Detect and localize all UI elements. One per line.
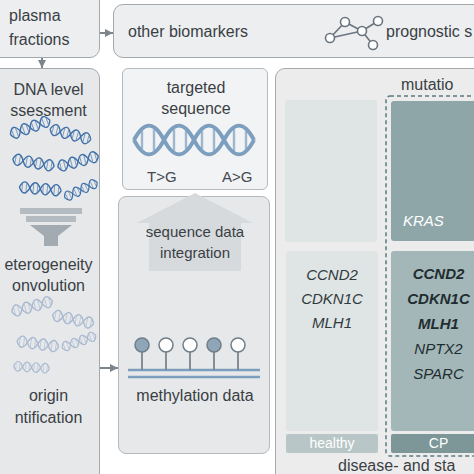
node-text: eterogeneity onvolution	[1, 254, 96, 296]
flow-arrow	[100, 367, 118, 369]
node-text: NPTX2 SPARC	[391, 336, 474, 386]
dna-helix	[51, 309, 94, 329]
gene-cell: CCND2 CDKN1C MLH1NPTX2 SPARC	[391, 251, 474, 431]
node-text: healthy	[286, 435, 378, 452]
dna-fragments	[8, 115, 99, 202]
node-text: sequence data integration	[141, 221, 249, 263]
node-text: plasma fractions	[9, 4, 94, 52]
network-dot	[358, 27, 367, 36]
node-text: CP	[391, 435, 474, 452]
node-text: disease- and sta	[338, 455, 455, 474]
network-link	[330, 22, 345, 38]
network-link	[362, 21, 378, 31]
methyl-mark	[159, 338, 173, 352]
node-text: CCND2 CDKN1C MLH1	[391, 261, 474, 336]
methyl-mark	[231, 338, 245, 352]
node-text: methylation data	[119, 385, 271, 406]
methyl-mark	[135, 338, 149, 352]
network-link	[362, 31, 373, 45]
group-band: healthy	[286, 434, 378, 453]
mutation-cell: KRAS	[391, 101, 474, 241]
node-text: DNA level ssessment	[1, 79, 96, 121]
node-text: CCND2 CDKN1C MLH1	[286, 263, 378, 335]
dna-helix	[63, 178, 100, 202]
gene-cell: CCND2 CDKN1C MLH1	[286, 251, 378, 431]
dna-helix	[12, 153, 55, 171]
node-text: targeted sequence	[146, 77, 246, 119]
sequence-box: targeted sequence	[122, 68, 268, 190]
stack-bar	[20, 208, 82, 214]
output-box: other biomarkers prognostic s	[113, 4, 474, 58]
dna-helix	[60, 331, 97, 352]
methyl-mark	[207, 338, 221, 352]
analysis-panel: DNA level ssessment eterogeneity onvoluti…	[0, 68, 100, 474]
methyl-mark	[183, 338, 197, 352]
dna-strand	[128, 369, 260, 372]
network-link	[345, 22, 362, 31]
network-dot	[369, 41, 378, 50]
integration-arrow: sequence data integration	[137, 193, 253, 271]
flow-arrow	[41, 58, 43, 68]
methylation-icon	[128, 338, 260, 377]
node-text: prognostic s	[386, 21, 472, 42]
node-text: KRAS	[403, 211, 444, 231]
source-box: plasma fractions	[0, 0, 100, 58]
faded-dna-fragments	[10, 295, 97, 373]
group-bracket	[386, 96, 474, 456]
dna-helix	[10, 295, 53, 317]
dna-strand	[128, 376, 260, 379]
stack-bar	[26, 216, 76, 222]
dna-helix	[134, 126, 254, 155]
lollipop-stem	[142, 352, 238, 370]
node-text: origin ntification	[1, 385, 96, 429]
dna-helix	[19, 181, 62, 196]
network-dot	[341, 18, 350, 27]
node-text: mutatio	[401, 74, 453, 95]
dna-helix	[13, 361, 50, 373]
sequence-helix-icon	[134, 126, 254, 155]
node-text: other biomarkers	[128, 21, 248, 42]
dna-helix	[8, 115, 51, 140]
arrow-outline	[137, 193, 253, 271]
network-dot	[374, 17, 383, 26]
network-icon	[326, 17, 383, 50]
empty-cell	[285, 100, 377, 242]
flow-arrow	[100, 32, 113, 34]
deconvolution-icon	[20, 208, 82, 246]
dna-helix	[16, 335, 59, 352]
group-band: CP	[391, 434, 474, 453]
methylation-panel: methylation data sequence data integratio…	[118, 196, 270, 454]
network-link	[330, 31, 362, 38]
dna-helix	[49, 123, 92, 145]
funnel-shape	[30, 225, 72, 246]
network-dot	[326, 34, 335, 43]
dna-helix	[56, 150, 99, 172]
result-panel: mutatio disease- and sta CCND2 CDKN1C MLH1…	[275, 68, 474, 474]
